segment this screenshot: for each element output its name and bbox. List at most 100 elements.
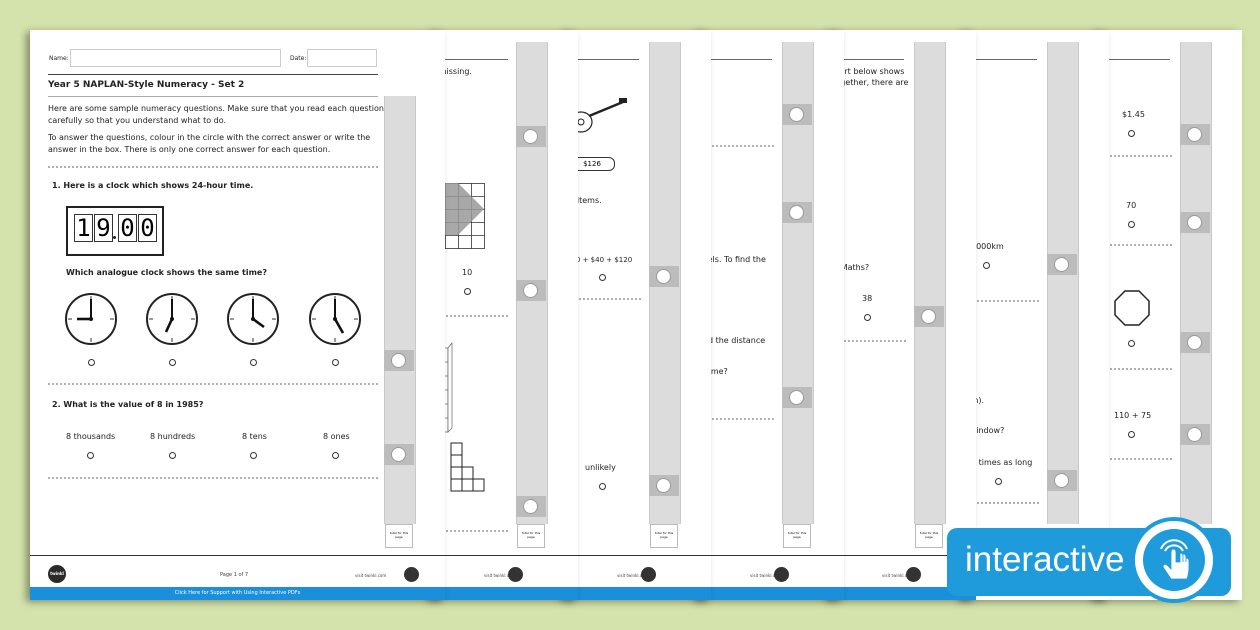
answer-option: 8 thousands: [66, 432, 116, 441]
clock-digit: 9: [94, 214, 113, 242]
support-link-bar[interactable]: Click Here for Support with Using Intera…: [30, 587, 445, 600]
answer-radio[interactable]: [169, 359, 176, 366]
answer-box[interactable]: [1047, 254, 1077, 275]
worksheet-page-6: 1000km 5 m). s window? 7 times as long: [963, 30, 1109, 600]
answer-box[interactable]: [1180, 332, 1210, 353]
page-footer: visit twinkl.com: [565, 555, 711, 600]
answer-box[interactable]: [782, 104, 812, 125]
date-label: Date:: [290, 55, 307, 62]
l-shape-image: [450, 442, 485, 492]
answer-radio[interactable]: [983, 262, 990, 269]
answer-option: 8 tens: [242, 432, 267, 441]
analogue-clock-icon: [65, 293, 117, 345]
question-2: 2. What is the value of 8 in 1985?: [52, 400, 204, 409]
answer-box[interactable]: [516, 496, 546, 517]
clock-separator: [113, 236, 116, 239]
answer-strip: total for this page: [384, 96, 416, 548]
answer-box[interactable]: [782, 387, 812, 408]
tap-hand-icon: [1160, 539, 1190, 580]
answer-box[interactable]: [384, 350, 414, 371]
divider: [438, 530, 508, 532]
answer-box[interactable]: [384, 444, 414, 465]
question-fragment: ltogether, there are: [830, 78, 909, 87]
divider: [704, 418, 774, 420]
answer-radio[interactable]: [599, 274, 606, 281]
header-rule: [834, 59, 904, 60]
twinkl-badge-icon: [404, 567, 419, 582]
question-fragment: and the distance: [698, 336, 766, 345]
question-1: 1. Here is a clock which shows 24-hour t…: [52, 181, 254, 190]
site-link[interactable]: visit twinkl.com: [355, 573, 387, 578]
answer-strip: total for this page: [649, 42, 681, 548]
answer-box[interactable]: [1180, 424, 1210, 445]
support-link[interactable]: Click Here for Support with Using Intera…: [174, 590, 301, 596]
answer-option: 70: [1126, 201, 1137, 210]
question-fragment: or Maths?: [830, 263, 870, 272]
date-field[interactable]: [307, 49, 377, 67]
answer-radio[interactable]: [1128, 221, 1135, 228]
intro-text: carefully so that you understand what to…: [48, 116, 227, 125]
answer-radio[interactable]: [250, 359, 257, 366]
total-box: total for this page: [385, 524, 413, 548]
answer-radio[interactable]: [1128, 431, 1135, 438]
site-link[interactable]: visit twinkl.com: [750, 573, 782, 578]
answer-box[interactable]: [782, 202, 812, 223]
answer-radio[interactable]: [995, 478, 1002, 485]
answer-box[interactable]: [649, 475, 679, 496]
answer-box[interactable]: [1180, 212, 1210, 233]
answer-radio[interactable]: [169, 452, 176, 459]
support-bar[interactable]: [698, 587, 844, 600]
answer-option: 110 + 75: [1114, 411, 1152, 420]
site-link[interactable]: visit twinkl.com: [484, 573, 516, 578]
support-bar[interactable]: [565, 587, 711, 600]
answer-box[interactable]: [516, 126, 546, 147]
answer-radio[interactable]: [88, 359, 95, 366]
header-rule: [967, 59, 1037, 60]
worksheet-page-5: chart below shows ltogether, there are o…: [830, 30, 976, 600]
answer-option: 8 hundreds: [150, 432, 196, 441]
answer-option: $1.45: [1122, 110, 1145, 119]
divider: [48, 166, 378, 168]
total-box: total for this page: [517, 524, 545, 548]
answer-box[interactable]: [516, 280, 546, 301]
answer-radio[interactable]: [1128, 340, 1135, 347]
support-bar[interactable]: [830, 587, 976, 600]
page-number: Page 1 of 7: [220, 572, 249, 578]
clock-digit: 1: [74, 214, 93, 242]
site-link[interactable]: visit twinkl.com: [882, 573, 914, 578]
page-footer: visit twinkl.com: [698, 555, 844, 600]
answer-box[interactable]: [914, 306, 944, 327]
page-footer: visit twinkl.com: [830, 555, 976, 600]
header-rule: [48, 74, 378, 75]
divider: [836, 340, 906, 342]
total-box: total for this page: [783, 524, 811, 548]
interactive-banner: interactive: [947, 517, 1231, 603]
answer-box[interactable]: [1047, 470, 1077, 491]
answer-box[interactable]: [649, 266, 679, 287]
divider: [1102, 368, 1172, 370]
intro-text: To answer the questions, colour in the c…: [48, 133, 371, 142]
name-field[interactable]: [70, 49, 281, 67]
answer-radio[interactable]: [87, 452, 94, 459]
question-1-prompt: Which analogue clock shows the same time…: [66, 268, 267, 277]
answer-radio[interactable]: [332, 359, 339, 366]
answer-radio[interactable]: [250, 452, 257, 459]
answer-option: 8 ones: [323, 432, 350, 441]
answer-radio[interactable]: [332, 452, 339, 459]
answer-radio[interactable]: [1128, 130, 1135, 137]
answer-box[interactable]: [1180, 124, 1210, 145]
question-fragment: all items.: [565, 196, 602, 205]
site-link[interactable]: visit twinkl.com: [617, 573, 649, 578]
twinkl-badge-icon: [906, 567, 921, 582]
name-label: Name:: [49, 55, 69, 62]
answer-radio[interactable]: [464, 288, 471, 295]
divider: [969, 300, 1039, 302]
answer-radio[interactable]: [864, 314, 871, 321]
intro-text: answer in the box. There is only one cor…: [48, 145, 331, 154]
answer-radio[interactable]: [599, 483, 606, 490]
octagon-shape: [1114, 290, 1150, 326]
worksheet-page-2: s missing. 10 total for this page visit …: [432, 30, 578, 600]
clock-digit: 0: [118, 214, 137, 242]
support-bar[interactable]: [432, 587, 578, 600]
page-footer: visit twinkl.com: [432, 555, 578, 600]
